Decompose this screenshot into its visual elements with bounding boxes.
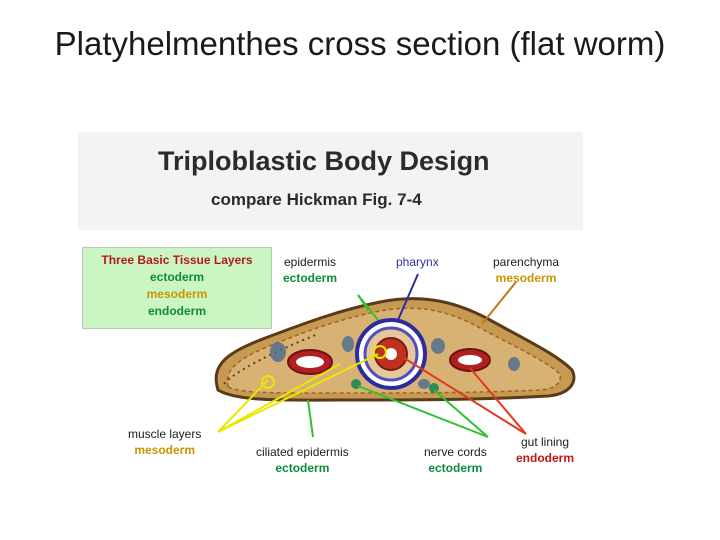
label-pharynx-name: pharynx [396,255,439,269]
label-nerve-cords-name: nerve cords [424,445,487,459]
label-muscle-layers-name: muscle layers [128,427,202,441]
legend-item-endoderm: endoderm [147,304,206,318]
pointer-pharynx [397,273,419,321]
diagram-figure: Triploblastic Body Design compare Hickma… [78,132,588,487]
label-ciliated-epidermis: ciliated epidermis ectoderm [256,444,349,476]
flatworm-cross-section [214,273,576,438]
muscle-highlight [261,375,275,389]
pointer-parenchyma [481,281,517,325]
pointer-nerve-cords-right [433,389,489,438]
label-gut-lining-layer: endoderm [516,451,575,465]
parenchyma-cell [342,336,354,352]
label-parenchyma: parenchyma mesoderm [493,254,559,286]
figure-subtitle: compare Hickman Fig. 7-4 [211,190,422,209]
label-epidermis: epidermis ectoderm [283,254,337,286]
parenchyma-cell [508,357,520,371]
label-gut-lining: gut lining endoderm [516,434,574,466]
legend-item-ectoderm: ectoderm [149,270,205,284]
figure-title: Triploblastic Body Design [158,146,490,176]
label-pharynx: pharynx [396,254,439,270]
parenchyma-cell [418,379,430,389]
label-parenchyma-layer: mesoderm [495,271,557,285]
legend-item-mesoderm: mesoderm [146,287,208,301]
pointer-ciliated-epidermis [307,399,314,438]
label-ciliated-epidermis-layer: ectoderm [275,461,330,475]
pharynx-lumen [385,348,397,360]
tissue-layer-legend: Three Basic Tissue Layers ectoderm mesod… [82,247,272,329]
label-parenchyma-name: parenchyma [493,255,560,269]
pointer-gut-lining-2 [403,357,527,435]
legend-heading: Three Basic Tissue Layers [101,253,253,267]
gut-lumen-right [458,355,482,365]
gut-lumen-left [296,356,324,368]
muscle-highlight [373,345,387,359]
label-epidermis-name: epidermis [284,255,337,269]
pointer-gut-lining-1 [469,367,527,435]
label-muscle-layers-layer: mesoderm [134,443,196,457]
slide-title: Platyhelmenthes cross section (flat worm… [54,25,666,62]
figure-header-background [78,132,583,230]
muscle-layer-band [223,333,319,385]
nerve-cord-right [429,383,439,393]
label-epidermis-layer: ectoderm [283,271,338,285]
label-nerve-cords: nerve cords ectoderm [424,444,487,476]
pointer-muscle-layers-3 [217,353,379,433]
label-muscle-layers: muscle layers mesoderm [128,426,201,458]
pointer-muscle-layers-1 [217,379,269,433]
pointer-nerve-cords-left [357,385,489,438]
label-nerve-cords-layer: ectoderm [428,461,483,475]
pointer-muscle-layers-2 [217,363,341,433]
pointer-epidermis-2 [357,294,379,321]
label-gut-lining-name: gut lining [520,435,570,449]
label-ciliated-epidermis-name: ciliated epidermis [256,445,349,459]
parenchyma-cell [431,338,445,354]
parenchyma-cell [270,342,286,362]
